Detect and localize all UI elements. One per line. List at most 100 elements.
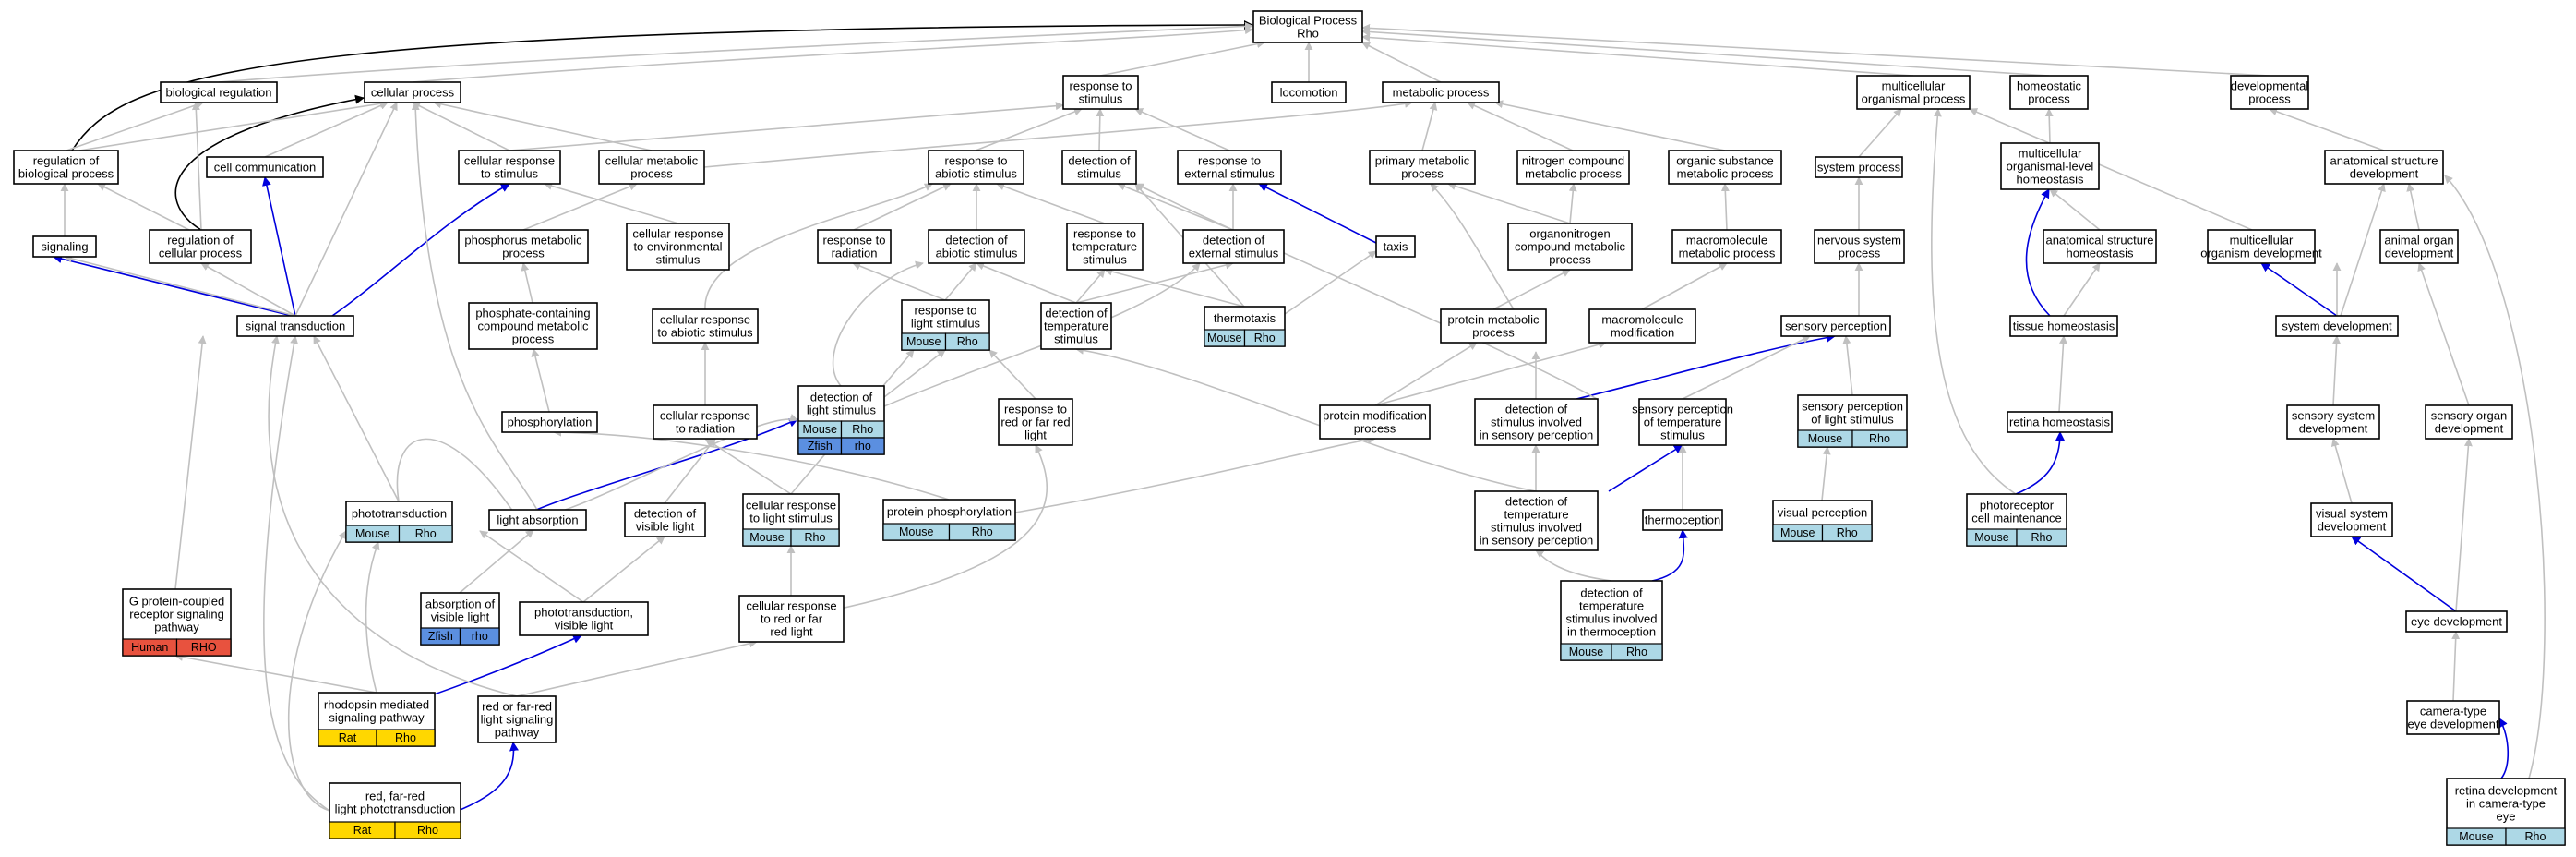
node-label: external stimulus xyxy=(1184,167,1275,181)
edge-12 xyxy=(2351,536,2457,612)
node-sysdev[interactable]: system development xyxy=(2275,315,2399,337)
badge-gene: Rho xyxy=(2031,531,2053,544)
node-cellcomm[interactable]: cell communication xyxy=(206,156,324,178)
node-label: response to xyxy=(945,154,1008,168)
node-cellproc[interactable]: cellular process xyxy=(364,81,461,103)
node-label: system process xyxy=(1817,161,1901,175)
edge-16 xyxy=(457,742,519,812)
node-label: light stimulus xyxy=(911,317,981,331)
node-sensperc[interactable]: sensory perception xyxy=(1780,315,1891,337)
node-box xyxy=(468,302,598,350)
edge-27 xyxy=(191,102,202,231)
node-box xyxy=(2009,75,2089,110)
node-signaling[interactable]: signaling xyxy=(32,235,97,258)
node-tissuehomeo[interactable]: tissue homeostasis xyxy=(2009,315,2118,337)
node-sysproc[interactable]: system process xyxy=(1815,156,1903,178)
node-photovis[interactable]: phototransduction,visible light xyxy=(519,601,649,636)
node-label: Rho xyxy=(1297,27,1319,41)
node-label: development xyxy=(2318,520,2387,534)
edge-60 xyxy=(200,262,296,317)
node-thermoception[interactable]: thermoception xyxy=(1642,509,1723,531)
node-metab[interactable]: metabolic process xyxy=(1382,81,1500,103)
edge-120 xyxy=(287,530,347,812)
edge-81 xyxy=(832,260,924,387)
node-label: regulation of xyxy=(167,234,234,247)
node-retinahomeo[interactable]: retina homeostasis xyxy=(2007,411,2113,433)
node-eyedev[interactable]: eye development xyxy=(2405,610,2508,633)
node-taxis[interactable]: taxis xyxy=(1375,235,1416,258)
node-phosphorylation[interactable]: phosphorylation xyxy=(501,411,598,433)
species-badge-zfish xyxy=(459,627,500,646)
edge-119 xyxy=(263,335,330,812)
node-label: detection of xyxy=(1580,586,1643,600)
node-lightabs[interactable]: light absorption xyxy=(488,509,587,531)
node-label: organonitrogen xyxy=(1529,227,1610,241)
node-sigtrans[interactable]: signal transduction xyxy=(236,315,354,337)
node-bioreg[interactable]: biological regulation xyxy=(160,81,278,103)
node-locomotion[interactable]: locomotion xyxy=(1271,81,1347,103)
